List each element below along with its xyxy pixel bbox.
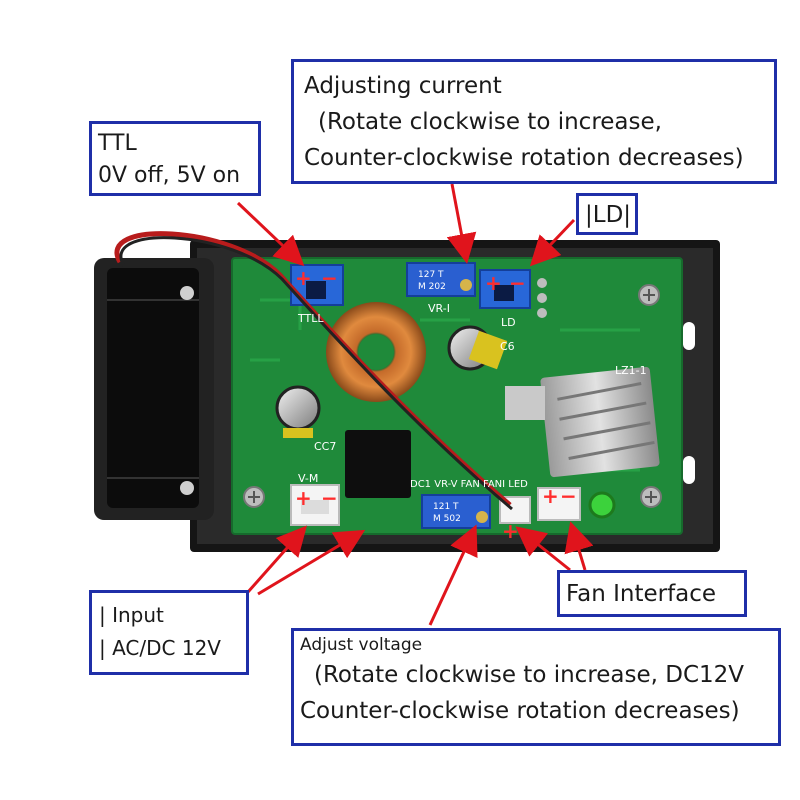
svg-text:+: +: [485, 271, 502, 295]
status-led: [588, 491, 616, 519]
silk-vr-i: VR-I: [428, 302, 450, 315]
silk-ld: LD: [501, 316, 516, 329]
callout-text: (Rotate clockwise to increase, DC12V: [314, 662, 745, 688]
input-connector: [290, 484, 340, 526]
callout-text: Counter-clockwise rotation decreases): [304, 145, 744, 171]
svg-text:121 T: 121 T: [433, 502, 459, 512]
fan-connector: [499, 487, 581, 524]
silk-c7: CC7: [314, 440, 336, 453]
callout-title: | Input: [99, 603, 164, 627]
voltage-potentiometer: 121 T M 502: [421, 494, 491, 529]
arrow-voltage: [428, 524, 478, 626]
svg-text:−: −: [321, 486, 338, 510]
ld-terminal: [479, 269, 531, 309]
silk-v-m: V-M: [298, 472, 318, 485]
callout-title: |LD|: [585, 202, 632, 228]
adjusting-current-callout: Adjusting current (Rotate clockwise to i…: [291, 59, 777, 184]
mounting-screws: [243, 284, 662, 508]
silk-ref: LZ1-1: [615, 364, 647, 377]
silk-bottom-row: DC1 VR-V FAN FANI LED: [410, 479, 528, 490]
aluminum-heatsink: [540, 366, 660, 478]
input-callout: | Input | AC/DC 12V: [89, 590, 249, 675]
svg-text:−: −: [509, 271, 526, 295]
arrow-ttl: [236, 201, 305, 267]
arrow-current: [446, 183, 477, 264]
header-pins: [537, 278, 547, 318]
silk-c6: C6: [500, 340, 515, 353]
arrow-fan-2: [564, 521, 594, 571]
ttl-callout: TTL 0V off, 5V on: [89, 121, 261, 196]
callout-text: 0V off, 5V on: [98, 163, 241, 188]
callout-arrows: [236, 183, 594, 626]
fan-interface-callout: Fan Interface: [557, 570, 747, 617]
fan-screw-icon: [180, 481, 194, 495]
capacitor-c6: [447, 325, 508, 371]
callout-text: (Rotate clockwise to increase,: [318, 109, 662, 135]
arrow-ld: [529, 218, 576, 267]
svg-text:+: +: [502, 519, 519, 543]
arrow-input-2: [257, 529, 366, 596]
svg-text:+: +: [295, 266, 312, 290]
silk-ttl: TTLL: [297, 312, 324, 325]
callout-title: Adjust voltage: [300, 635, 423, 655]
ld-callout: |LD|: [576, 193, 638, 235]
svg-text:127 T: 127 T: [418, 270, 444, 280]
cooling-fan: [94, 258, 214, 520]
arrow-fan-1: [515, 526, 571, 572]
svg-text:−: −: [321, 266, 338, 290]
callout-text: | AC/DC 12V: [99, 636, 221, 660]
svg-text:M 502: M 502: [433, 514, 461, 524]
callout-title: Adjusting current: [304, 73, 502, 99]
svg-text:−: −: [560, 484, 577, 508]
adjust-voltage-callout: Adjust voltage (Rotate clockwise to incr…: [291, 628, 781, 746]
capacitor-c7: [275, 385, 321, 438]
callout-title: Fan Interface: [566, 581, 717, 607]
svg-text:M 202: M 202: [418, 282, 446, 292]
arrow-input-1: [246, 525, 307, 593]
ic-chip: [505, 386, 545, 420]
dc-power-jack: [345, 430, 411, 498]
current-potentiometer: 127 T M 202: [406, 262, 476, 297]
fan-screw-icon: [180, 286, 194, 300]
callout-title: TTL: [98, 131, 137, 156]
callout-text: Counter-clockwise rotation decreases): [300, 698, 740, 724]
svg-text:+: +: [542, 484, 559, 508]
svg-text:+: +: [295, 486, 312, 510]
